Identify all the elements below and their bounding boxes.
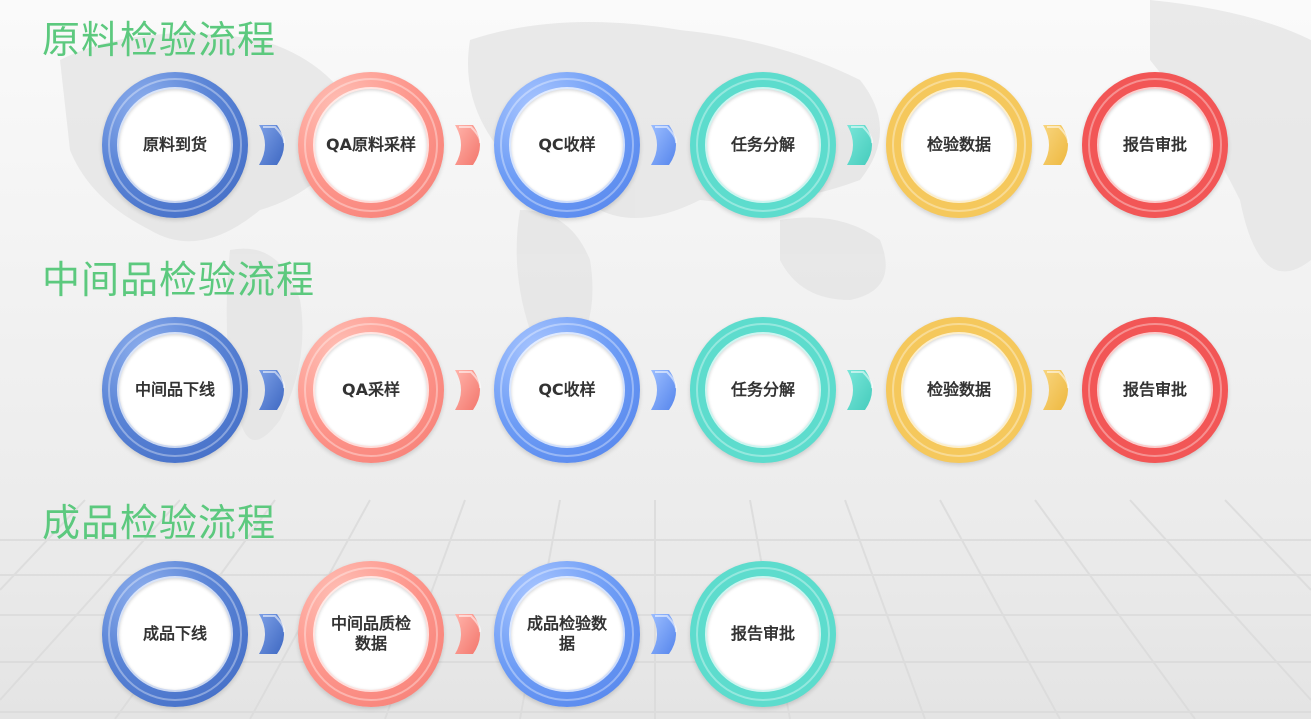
flow-step-inner: QA采样 (315, 334, 427, 446)
chevron-right-icon (259, 125, 286, 165)
flow-step-inner: 任务分解 (707, 334, 819, 446)
flow-step-inner: 报告审批 (1099, 334, 1211, 446)
flow-step-inner: QC收样 (511, 334, 623, 446)
flow-step: 任务分解 (690, 317, 836, 463)
flow-step-label: 报告审批 (1122, 380, 1187, 399)
flow-step-label: 成品检验数据 (526, 614, 607, 653)
flow-step-label: 成品下线 (142, 624, 207, 643)
chevron-right-icon (651, 370, 678, 410)
flow-step-inner: 任务分解 (707, 89, 819, 201)
flow-step: 报告审批 (1082, 317, 1228, 463)
flow-step: 原料到货 (102, 72, 248, 218)
flow-row: 中间品下线 QA采样 QC收样 任务分解 检验数据 报告审批 (0, 317, 1311, 467)
flow-step: 检验数据 (886, 317, 1032, 463)
flow-step-label: 中间品下线 (134, 380, 215, 399)
flow-step: 中间品下线 (102, 317, 248, 463)
chevron-right-icon (847, 370, 874, 410)
flow-step: 成品检验数据 (494, 561, 640, 707)
section-title: 中间品检验流程 (42, 258, 316, 302)
flow-step: QA原料采样 (298, 72, 444, 218)
chevron-right-icon (847, 125, 874, 165)
flow-row: 成品下线 中间品质检数据 成品检验数据 报告审批 (0, 561, 1311, 711)
flow-step-inner: 检验数据 (903, 89, 1015, 201)
flow-step-label: 检验数据 (926, 135, 991, 154)
flow-step: 任务分解 (690, 72, 836, 218)
flow-step-inner: QA原料采样 (315, 89, 427, 201)
flow-step-inner: 成品检验数据 (511, 578, 623, 690)
flow-step-label: 报告审批 (1122, 135, 1187, 154)
flow-step: 报告审批 (690, 561, 836, 707)
flow-step-inner: 报告审批 (707, 578, 819, 690)
chevron-right-icon (651, 614, 678, 654)
flow-step-label: QC收样 (538, 135, 596, 154)
chevron-right-icon (1043, 125, 1070, 165)
flow-step-label: 任务分解 (730, 380, 795, 399)
flow-step-inner: 成品下线 (119, 578, 231, 690)
section-title: 原料检验流程 (42, 18, 277, 62)
flow-step-inner: 中间品质检数据 (315, 578, 427, 690)
flow-step: 中间品质检数据 (298, 561, 444, 707)
flow-step: 报告审批 (1082, 72, 1228, 218)
section-title: 成品检验流程 (42, 501, 277, 545)
chevron-right-icon (259, 370, 286, 410)
chevron-right-icon (651, 125, 678, 165)
flow-step-label: QC收样 (538, 380, 596, 399)
chevron-right-icon (455, 614, 482, 654)
flow-step: QC收样 (494, 72, 640, 218)
flow-step-inner: 检验数据 (903, 334, 1015, 446)
flow-step: 检验数据 (886, 72, 1032, 218)
chevron-right-icon (259, 614, 286, 654)
flow-step-label: 报告审批 (730, 624, 795, 643)
flow-step: 成品下线 (102, 561, 248, 707)
chevron-right-icon (455, 370, 482, 410)
flow-step-inner: 原料到货 (119, 89, 231, 201)
flow-step-label: 检验数据 (926, 380, 991, 399)
flow-step-label: QA采样 (342, 380, 400, 399)
flow-step: QC收样 (494, 317, 640, 463)
flow-step-label: 中间品质检数据 (330, 614, 411, 653)
flow-step-inner: 报告审批 (1099, 89, 1211, 201)
flow-step-label: 任务分解 (730, 135, 795, 154)
flow-step-inner: 中间品下线 (119, 334, 231, 446)
flow-step: QA采样 (298, 317, 444, 463)
flow-step-label: 原料到货 (142, 135, 207, 154)
flow-step-inner: QC收样 (511, 89, 623, 201)
flow-step-label: QA原料采样 (326, 135, 416, 154)
chevron-right-icon (455, 125, 482, 165)
flow-row: 原料到货 QA原料采样 QC收样 任务分解 检验数据 报告审批 (0, 72, 1311, 222)
chevron-right-icon (1043, 370, 1070, 410)
